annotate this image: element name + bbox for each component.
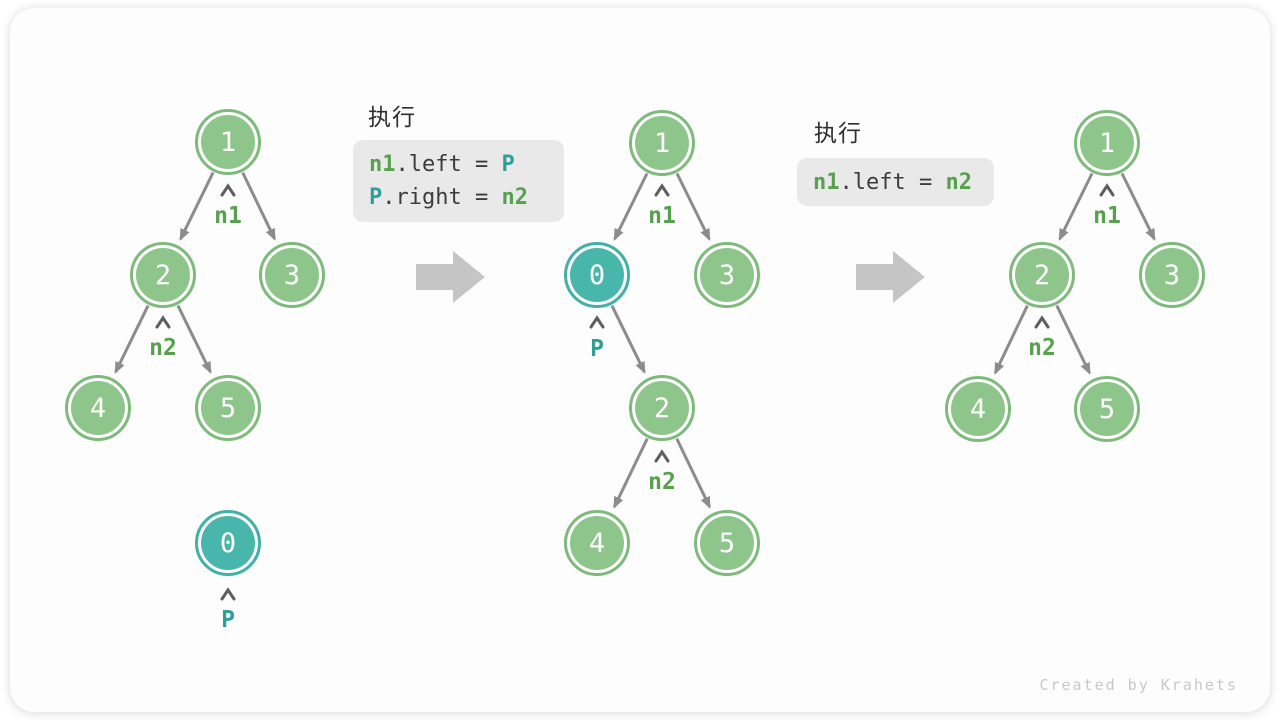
tree-before-node-3: 3 xyxy=(259,242,325,308)
tree-middle-edge xyxy=(613,172,649,241)
code-segment: P xyxy=(501,152,515,177)
transition-arrow-icon-2 xyxy=(856,251,925,303)
tree-before-edge xyxy=(176,304,212,374)
node-value: 5 xyxy=(219,392,237,424)
pointer-label-n1: n1 xyxy=(648,203,676,229)
node-value: 3 xyxy=(718,259,736,291)
code-segment: n1 xyxy=(369,152,396,177)
tree-after-edge xyxy=(993,305,1029,375)
pointer-label-n1: n1 xyxy=(1093,203,1121,229)
tree-after-node-3: 3 xyxy=(1139,242,1205,308)
pointer-label-n1: n1 xyxy=(214,203,242,229)
node-value: 4 xyxy=(969,393,987,425)
node-value: 3 xyxy=(1163,259,1181,291)
tree-middle-edge xyxy=(675,172,711,241)
code-segment: n1 xyxy=(813,170,840,195)
tree-after-node-5: 5 xyxy=(1074,376,1140,442)
code-segment: .right = xyxy=(382,185,502,210)
node-value: 5 xyxy=(718,527,736,559)
node-value: 0 xyxy=(219,527,237,559)
pointer-caret-icon xyxy=(220,183,236,197)
node-value: 2 xyxy=(154,259,172,291)
pointer-label-n2: n2 xyxy=(648,469,676,495)
tree-middle-node-4: 4 xyxy=(564,510,630,576)
pointer-caret-icon xyxy=(654,183,670,197)
code-line: P.right = n2 xyxy=(369,181,548,214)
code-segment: P xyxy=(369,185,383,210)
tree-after-node-1: 1 xyxy=(1074,110,1140,176)
node-value: 1 xyxy=(219,126,237,158)
pointer-label-n2: n2 xyxy=(1028,335,1056,361)
code-heading-1: 执行 xyxy=(368,104,416,130)
tree-after-node-4: 4 xyxy=(945,376,1011,442)
tree-middle-node-2: 2 xyxy=(629,375,695,441)
pointer-caret-icon xyxy=(220,587,236,601)
node-value: 3 xyxy=(283,259,301,291)
node-value: 1 xyxy=(653,127,671,159)
tree-middle-node-5: 5 xyxy=(694,510,760,576)
tree-middle-node-0: 0 xyxy=(564,242,630,308)
code-line: n1.left = n2 xyxy=(813,166,978,199)
code-segment: n2 xyxy=(945,170,972,195)
tree-after-node-2: 2 xyxy=(1009,242,1075,308)
code-segment: .left = xyxy=(395,152,502,177)
tree-before-node-1: 1 xyxy=(195,109,261,175)
node-value: 0 xyxy=(588,259,606,291)
pointer-label-n2: n2 xyxy=(149,335,177,361)
pointer-label-P: P xyxy=(590,336,604,362)
tree-before-edge xyxy=(241,171,277,241)
tree-before-node-5: 5 xyxy=(195,375,261,441)
code-segment: n2 xyxy=(501,185,528,210)
tree-after-edge xyxy=(1058,172,1094,241)
pointer-caret-icon xyxy=(589,315,605,329)
node-value: 2 xyxy=(653,392,671,424)
tree-before-edge xyxy=(114,304,150,374)
tree-before-node-2: 2 xyxy=(130,242,196,308)
node-value: 5 xyxy=(1098,393,1116,425)
node-value: 4 xyxy=(89,392,107,424)
code-line: n1.left = P xyxy=(369,148,548,181)
watermark: Created by Krahets xyxy=(1039,676,1238,694)
tree-after-edge xyxy=(1120,172,1156,241)
tree-middle-edge xyxy=(613,437,649,509)
node-value: 2 xyxy=(1033,259,1051,291)
tree-before-edge xyxy=(179,171,215,241)
code-heading-2: 执行 xyxy=(814,120,862,146)
code-segment: .left = xyxy=(839,170,946,195)
tree-middle-node-1: 1 xyxy=(629,110,695,176)
tree-middle-edge xyxy=(675,437,711,509)
tree-before-node-0: 0 xyxy=(195,510,261,576)
pointer-label-P: P xyxy=(221,607,235,633)
pointer-caret-icon xyxy=(1034,315,1050,329)
node-value: 4 xyxy=(588,527,606,559)
pointer-caret-icon xyxy=(1099,183,1115,197)
tree-before-node-4: 4 xyxy=(65,375,131,441)
tree-middle-edge xyxy=(610,304,646,374)
tree-middle-node-3: 3 xyxy=(694,242,760,308)
code-box-2: n1.left = n2 xyxy=(797,158,994,206)
node-value: 1 xyxy=(1098,127,1116,159)
tree-after-edge xyxy=(1055,304,1091,375)
transition-arrow-icon-1 xyxy=(416,251,485,303)
pointer-caret-icon xyxy=(654,449,670,463)
pointer-caret-icon xyxy=(155,315,171,329)
